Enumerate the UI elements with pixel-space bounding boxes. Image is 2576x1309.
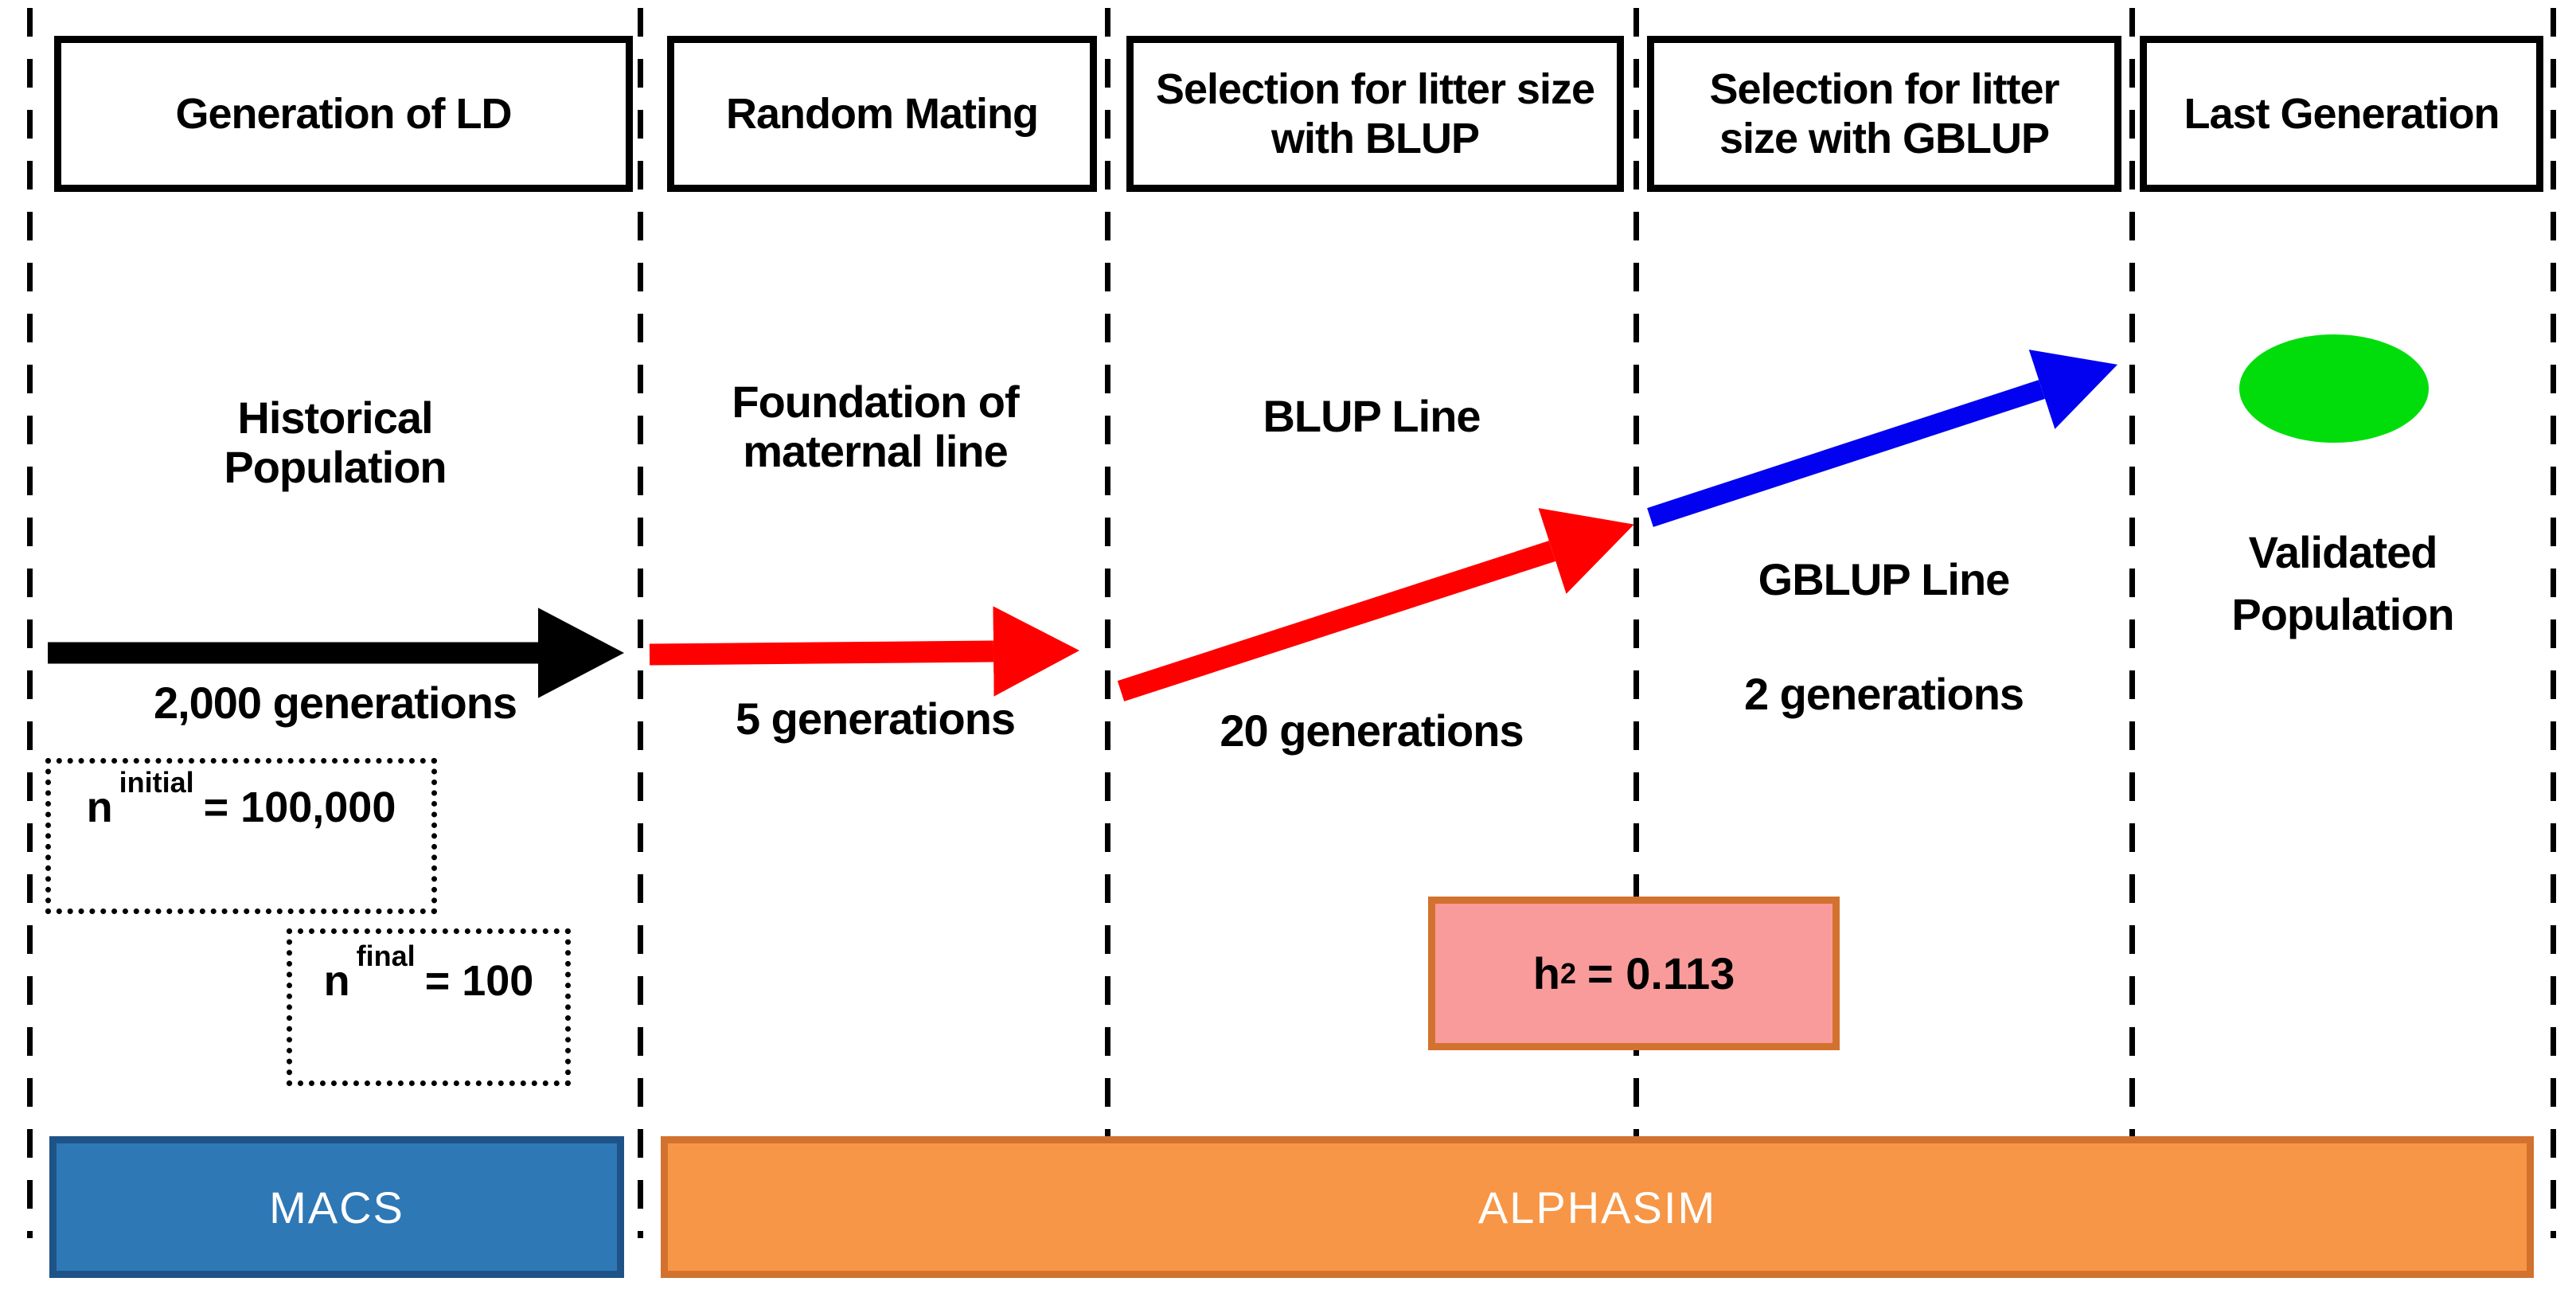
phase-header-label: Generation of LD: [175, 90, 512, 138]
macs-software-bar: MACS: [49, 1136, 624, 1278]
random-mating-arrow: [649, 606, 1079, 697]
validated-population-ellipse: [2239, 334, 2429, 443]
alphasim-software-bar: ALPHASIM: [661, 1136, 2534, 1278]
phase-header-selection-gblup: Selection for litter size with GBLUP: [1647, 36, 2121, 192]
n-final-base: n: [323, 957, 350, 1005]
phase-header-label: Selection for litter size with GBLUP: [1709, 65, 2059, 162]
historical-population-title: Historical Population: [27, 393, 643, 492]
macs-label: MACS: [269, 1182, 404, 1233]
title-line: Population: [2231, 589, 2454, 639]
title-line: Historical: [237, 393, 433, 443]
phase-header-generation-of-ld: Generation of LD: [54, 36, 633, 192]
phase-separator-line: [638, 8, 643, 1238]
title-line: maternal line: [743, 426, 1008, 476]
n-initial-base: n: [86, 783, 113, 831]
title-line: BLUP Line: [1263, 391, 1481, 441]
phase-separator-line: [1105, 8, 1110, 1238]
phase-header-last-generation: Last Generation: [2140, 36, 2543, 192]
n-initial-value: = 100,000: [203, 783, 396, 831]
title-line: Population: [224, 442, 447, 492]
n-final-value: = 100: [424, 957, 534, 1005]
duration-label-20-generations: 20 generations: [1220, 705, 1524, 756]
blup-line-title: BLUP Line: [1107, 392, 1636, 441]
title-line: Foundation of: [732, 377, 1019, 427]
heritability-value: = 0.113: [1587, 948, 1735, 998]
gblup-line-title: GBLUP Line: [1636, 555, 2132, 604]
duration-label-5-generations: 5 generations: [735, 694, 1016, 744]
foundation-maternal-line-title: Foundation of maternal line: [643, 377, 1107, 476]
validated-population-title: Validated Population: [2132, 522, 2554, 646]
title-line: Validated: [2248, 527, 2438, 577]
duration-label-2-generations: 2 generations: [1743, 669, 2024, 719]
phase-header-label: Selection for litter size with BLUP: [1155, 65, 1595, 162]
alphasim-label: ALPHASIM: [1477, 1182, 1717, 1233]
phase-separator-line: [27, 8, 33, 1238]
phase-header-random-mating: Random Mating: [667, 36, 1097, 192]
phase-separator-line: [2129, 8, 2135, 1238]
phase-header-label: Random Mating: [726, 90, 1039, 138]
gblup-line-arrow: [1647, 350, 2118, 527]
title-line: GBLUP Line: [1758, 554, 2011, 604]
blup-line-arrow: [1117, 508, 1634, 701]
duration-label-2000-generations: 2,000 generations: [153, 678, 517, 728]
phase-header-selection-blup: Selection for litter size with BLUP: [1126, 36, 1624, 192]
phase-separator-line: [1633, 8, 1639, 1238]
phase-header-label: Last Generation: [2184, 90, 2500, 138]
phase-separator-line: [2551, 8, 2556, 1238]
heritability-base: h: [1532, 948, 1560, 998]
